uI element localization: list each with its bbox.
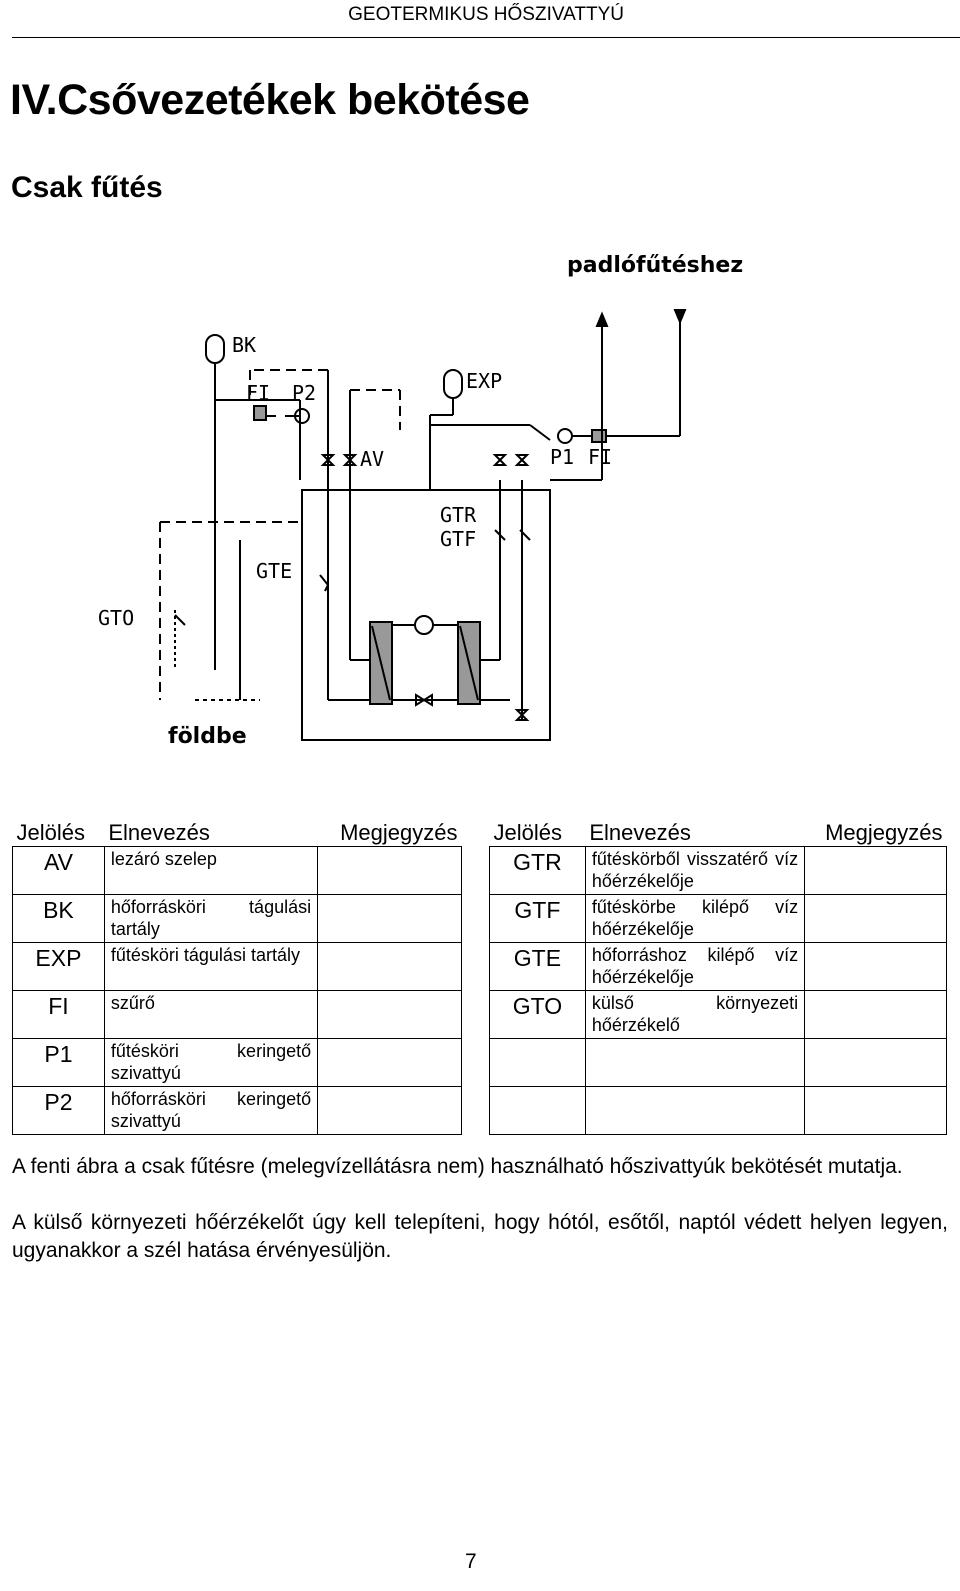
legend-table-right: Jelölés Elnevezés Megjegyzés GTR fűtéskö… xyxy=(489,820,947,1135)
code-cell: P1 xyxy=(12,1038,105,1087)
label-gtf: GTF xyxy=(440,527,476,551)
label-p1: P1 xyxy=(550,445,574,469)
code-cell: GTO xyxy=(489,990,586,1039)
header-note: Megjegyzés xyxy=(804,820,947,847)
paragraph-sensor-installation: A külső környezeti hőérzékelőt úgy kell … xyxy=(12,1211,948,1262)
code-cell: GTR xyxy=(489,846,586,895)
running-header: GEOTERMIKUS HŐSZIVATTYÚ xyxy=(348,4,624,25)
heat-pump-housing xyxy=(301,489,551,741)
label-gto: GTO xyxy=(98,606,134,630)
note-cell xyxy=(317,894,462,943)
header-name: Elnevezés xyxy=(104,820,318,847)
code-cell xyxy=(489,1038,586,1087)
label-to-floor-heating: padlófűtéshez xyxy=(567,253,743,278)
name-cell: fűtéskörbe kilépő víz hőérzékelője xyxy=(584,894,806,943)
name-cell xyxy=(584,1086,806,1135)
label-bk: BK xyxy=(232,333,256,357)
name-cell: fűtésköri tágulási tartály xyxy=(103,942,319,991)
code-cell xyxy=(489,1086,586,1135)
note-cell xyxy=(804,1086,947,1135)
note-cell xyxy=(317,942,462,991)
label-fi-left: FI xyxy=(246,381,270,405)
piping-diagram: padlófűtéshez földbe BK FI P2 AV EXP P1 … xyxy=(98,253,743,749)
name-cell: fűtéskörből visszatérő víz hőérzékelője xyxy=(584,846,806,895)
name-cell: hőforrásköri tágulási tartály xyxy=(103,894,319,943)
chapter-title: IV.Csővezetékek bekötése xyxy=(10,76,530,124)
code-cell: AV xyxy=(12,846,105,895)
table-row: GTF fűtéskörbe kilépő víz hőérzékelője xyxy=(489,894,947,943)
note-cell xyxy=(317,1038,462,1087)
code-cell: GTE xyxy=(489,942,586,991)
code-cell: P2 xyxy=(12,1086,105,1135)
note-cell xyxy=(804,846,947,895)
label-gte: GTE xyxy=(256,559,292,583)
name-cell xyxy=(584,1038,806,1087)
table-row: AV lezáró szelep xyxy=(12,846,462,895)
table-row: GTO külső környezeti hőérzékelő xyxy=(489,990,947,1039)
page-number: 7 xyxy=(465,1550,477,1573)
table-row xyxy=(489,1086,947,1135)
note-cell xyxy=(317,1086,462,1135)
label-fi-right: FI xyxy=(588,445,612,469)
name-cell: szűrő xyxy=(103,990,319,1039)
table-row: P1 fűtésköri keringető szivattyú xyxy=(12,1038,462,1087)
note-cell xyxy=(317,990,462,1039)
note-cell xyxy=(804,1038,947,1087)
name-cell: hőforráshoz kilépő víz hőérzékelője xyxy=(584,942,806,991)
name-cell: hőforrásköri keringető szivattyú xyxy=(103,1086,319,1135)
code-cell: BK xyxy=(12,894,105,943)
header-note: Megjegyzés xyxy=(317,820,462,847)
label-av: AV xyxy=(360,447,384,471)
table-row: GTE hőforráshoz kilépő víz hőérzékelője xyxy=(489,942,947,991)
label-p2: P2 xyxy=(292,381,316,405)
note-cell xyxy=(804,990,947,1039)
table-row xyxy=(489,1038,947,1087)
label-gtr: GTR xyxy=(440,503,477,527)
header-code: Jelölés xyxy=(12,820,105,847)
section-title: Csak fűtés xyxy=(11,171,163,204)
label-exp: EXP xyxy=(466,369,502,393)
code-cell: GTF xyxy=(489,894,586,943)
header-name: Elnevezés xyxy=(585,820,805,847)
name-cell: lezáró szelep xyxy=(103,846,319,895)
name-cell: fűtésköri keringető szivattyú xyxy=(103,1038,319,1087)
table-row: BK hőforrásköri tágulási tartály xyxy=(12,894,462,943)
legend-table-left: Jelölés Elnevezés Megjegyzés AV lezáró s… xyxy=(12,820,462,1135)
name-cell: külső környezeti hőérzékelő xyxy=(584,990,806,1039)
note-cell xyxy=(804,894,947,943)
table-row: GTR fűtéskörből visszatérő víz hőérzékel… xyxy=(489,846,947,895)
header-code: Jelölés xyxy=(489,820,586,847)
code-cell: FI xyxy=(12,990,105,1039)
code-cell: EXP xyxy=(12,942,105,991)
compressor-symbol xyxy=(414,615,434,635)
label-to-ground: földbe xyxy=(168,724,247,749)
header-rule xyxy=(12,37,960,38)
note-cell xyxy=(317,846,462,895)
table-row: EXP fűtésköri tágulási tartály xyxy=(12,942,462,991)
table-row: P2 hőforrásköri keringető szivattyú xyxy=(12,1086,462,1135)
note-cell xyxy=(804,942,947,991)
table-row: FI szűrő xyxy=(12,990,462,1039)
paragraph-description: A fenti ábra a csak fűtésre (melegvízell… xyxy=(12,1155,903,1178)
